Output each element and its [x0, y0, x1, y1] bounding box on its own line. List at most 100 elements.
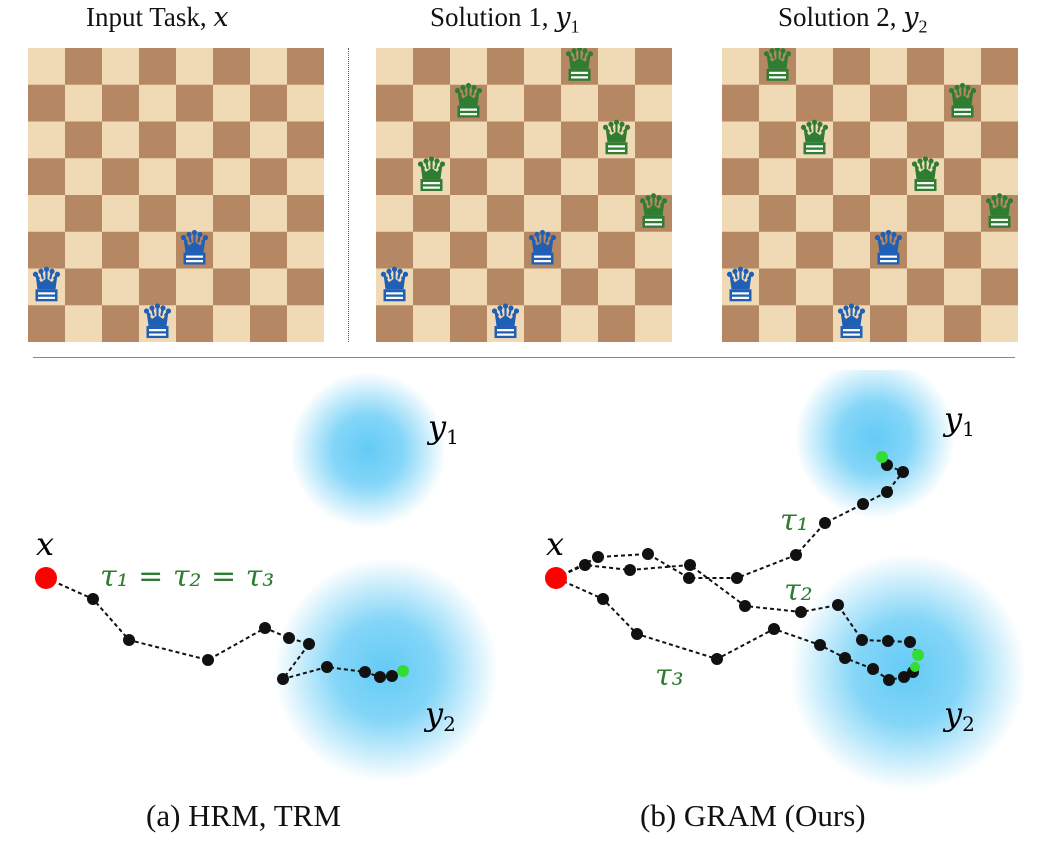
diagram-a: x y1 y2 τ₁ = τ₂ = τ₃ [35, 372, 498, 782]
board-square [981, 305, 1018, 342]
end-point-b2 [912, 649, 924, 661]
board-square [376, 48, 414, 86]
board-square [981, 121, 1018, 159]
board-square [561, 305, 599, 342]
board-square [176, 195, 214, 233]
board-square [102, 195, 140, 233]
board-square [176, 121, 214, 159]
board-square [561, 231, 599, 269]
board-square [287, 84, 324, 122]
board-square [213, 268, 251, 306]
queen-icon [528, 229, 557, 265]
board-square [213, 231, 251, 269]
board-square [907, 268, 945, 306]
target-y2-glow-a [274, 558, 498, 782]
board-square [287, 195, 324, 233]
board-square [28, 158, 66, 196]
board-square [944, 121, 982, 159]
start-label-b: x [546, 525, 564, 563]
start-label-a: x [36, 525, 54, 563]
panel-divider [348, 48, 349, 342]
end-point-b1 [876, 451, 888, 463]
board-square [413, 195, 451, 233]
diagram-b: x y1 y2 τ₁ τ₂ τ₃ [545, 370, 1026, 790]
board-square [102, 48, 140, 86]
board-square [796, 158, 834, 196]
board-square [870, 195, 908, 233]
board-square [759, 121, 797, 159]
queen-icon [874, 229, 903, 265]
board-square [287, 231, 324, 269]
board-square [635, 84, 672, 122]
section-divider [33, 357, 1015, 358]
board-square [524, 158, 562, 196]
board-square [28, 84, 66, 122]
board-square [833, 84, 871, 122]
board-square [176, 268, 214, 306]
board-square [524, 268, 562, 306]
board-square [213, 305, 251, 342]
caption-a: (a) HRM, TRM [146, 798, 341, 833]
board-square [870, 48, 908, 86]
board-square [635, 121, 672, 159]
board-square [28, 305, 66, 342]
board-square [213, 195, 251, 233]
board-square [722, 121, 760, 159]
board-square [870, 158, 908, 196]
board-square [250, 121, 288, 159]
board-square [213, 158, 251, 196]
board-square [139, 195, 177, 233]
board-square [176, 48, 214, 86]
board-square [487, 158, 525, 196]
board-square [561, 84, 599, 122]
board-square [65, 268, 103, 306]
chessboard-solution-1 [376, 48, 672, 342]
board-square [139, 268, 177, 306]
board-square [635, 48, 672, 86]
board-square [487, 121, 525, 159]
board-square [450, 158, 488, 196]
board-square [524, 48, 562, 86]
board-square [561, 268, 599, 306]
board-square [722, 158, 760, 196]
board-square [102, 268, 140, 306]
board-square [102, 84, 140, 122]
board-square [65, 305, 103, 342]
queen-icon [726, 266, 755, 302]
start-point-a [35, 567, 57, 589]
board-square [413, 48, 451, 86]
board-square [176, 84, 214, 122]
board-square [796, 305, 834, 342]
board-square [376, 305, 414, 342]
queen-icon [602, 119, 631, 155]
board-square [376, 121, 414, 159]
board-square [250, 195, 288, 233]
board-square [413, 121, 451, 159]
board-square [870, 268, 908, 306]
board-square [102, 231, 140, 269]
board-square [635, 305, 672, 342]
board-square [450, 268, 488, 306]
board-square [722, 48, 760, 86]
board-square [487, 231, 525, 269]
trajectory-label-a: τ₁ = τ₂ = τ₃ [100, 559, 274, 594]
queen-icon [800, 119, 829, 155]
board-square [65, 158, 103, 196]
board-square [287, 48, 324, 86]
board-square [598, 48, 636, 86]
board-square [287, 268, 324, 306]
board-square [250, 84, 288, 122]
trajectory-label-tau3: τ₃ [655, 658, 684, 693]
board-square [907, 121, 945, 159]
board-square [28, 231, 66, 269]
panel-title-solution-1: Solution 1, y1 [430, 2, 580, 37]
board-square [287, 305, 324, 342]
end-point-a [397, 665, 409, 677]
board-square [796, 268, 834, 306]
board-square [139, 121, 177, 159]
board-square [287, 121, 324, 159]
board-square [139, 48, 177, 86]
board-square [870, 84, 908, 122]
trajectory-label-tau2: τ₂ [784, 573, 813, 608]
trajectory-points-a [87, 593, 398, 685]
